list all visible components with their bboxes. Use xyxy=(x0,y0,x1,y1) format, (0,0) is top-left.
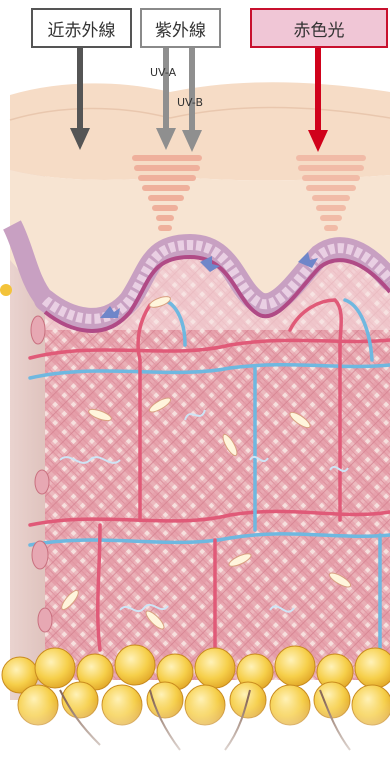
red-light-text: 赤色光 xyxy=(294,16,345,41)
red-light-label: 赤色光 xyxy=(250,8,388,48)
bottom-fade xyxy=(0,700,390,770)
near-infrared-text: 近赤外線 xyxy=(48,16,116,41)
fat-cell xyxy=(0,284,12,296)
ultraviolet-label: 紫外線 xyxy=(140,8,221,48)
near-infrared-label: 近赤外線 xyxy=(31,8,132,48)
uvb-label: UV-B xyxy=(177,96,203,109)
uva-label: UV-A xyxy=(150,66,176,79)
ultraviolet-text: 紫外線 xyxy=(155,16,206,41)
